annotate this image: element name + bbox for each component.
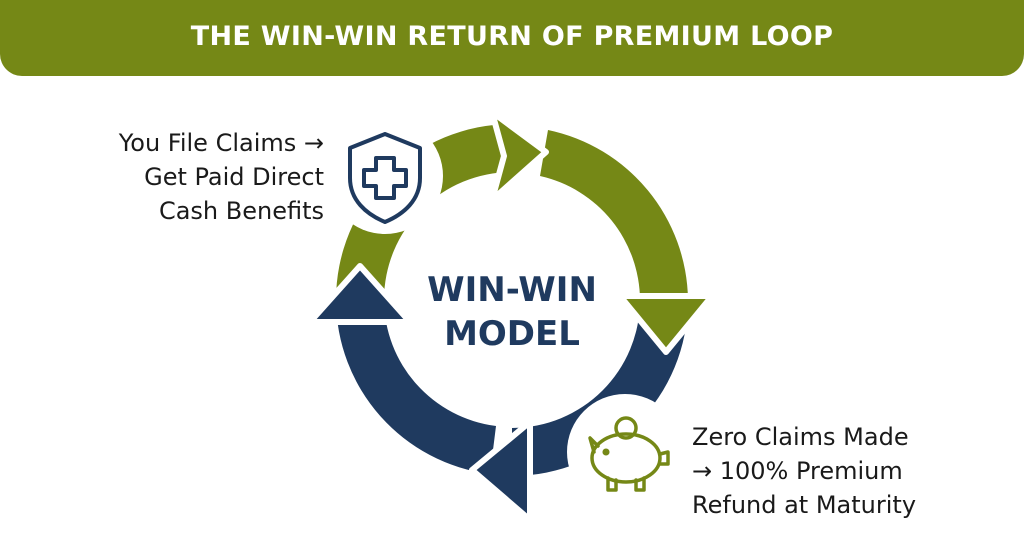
- navy-arrow-head-bottom: [469, 419, 533, 523]
- green-arrow-head-right: [617, 293, 715, 355]
- piggy-bank-icon: [588, 416, 670, 492]
- refund-label-line1: Zero Claims Made: [692, 423, 909, 451]
- navy-arrow-head-left: [307, 263, 413, 325]
- refund-label-line2: → 100% Premium: [692, 457, 903, 485]
- claims-label-line3: Cash Benefits: [158, 197, 324, 225]
- green-arrow-head-top: [489, 109, 549, 203]
- green-loop-arc: [336, 124, 512, 300]
- claims-label-line1: You File Claims →: [118, 129, 324, 157]
- navy-loop-arc: [512, 300, 688, 476]
- header-banner: THE WIN-WIN RETURN OF PREMIUM LOOP: [0, 0, 1024, 76]
- navy-loop-arc-left: [336, 300, 496, 474]
- page-title: THE WIN-WIN RETURN OF PREMIUM LOOP: [190, 20, 834, 52]
- green-loop-arc-right: [540, 130, 688, 300]
- piggy-bank-icon-badge: [567, 394, 683, 510]
- claims-label-line2: Get Paid Direct: [144, 163, 324, 191]
- center-title-line2: MODEL: [444, 314, 580, 354]
- shield-plus-icon: [348, 132, 422, 224]
- refund-label: Zero Claims Made → 100% Premium Refund a…: [692, 420, 916, 522]
- center-title-line1: WIN-WIN: [427, 270, 597, 310]
- refund-label-line3: Refund at Maturity: [692, 491, 917, 519]
- center-title: WIN-WIN MODEL: [400, 268, 624, 356]
- claims-label: You File Claims → Get Paid Direct Cash B…: [119, 126, 324, 228]
